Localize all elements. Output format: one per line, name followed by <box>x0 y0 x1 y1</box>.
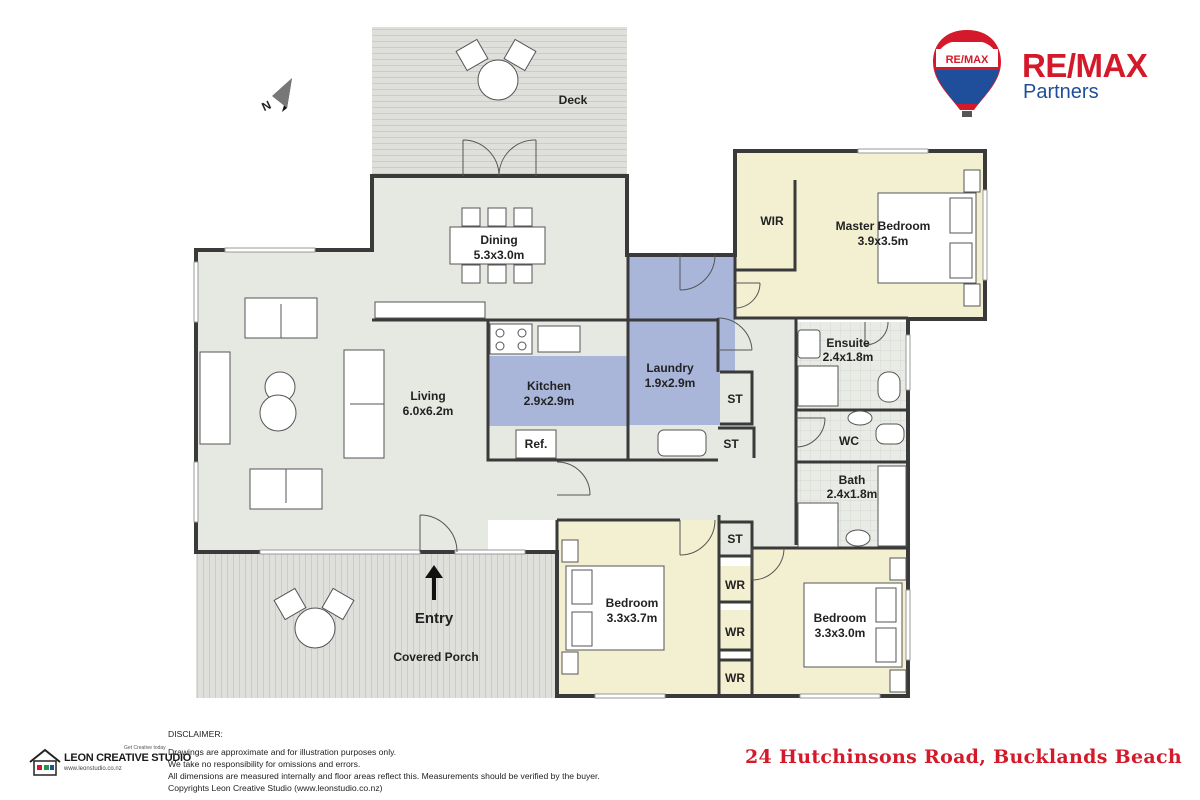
deck-label: Deck <box>559 93 588 107</box>
st1-floor <box>720 372 752 424</box>
laundry-size: 1.9x2.9m <box>645 376 696 390</box>
remax-wordmark: RE/MAX <box>1022 47 1148 84</box>
covered-porch-area <box>196 552 556 698</box>
ensuite-size: 2.4x1.8m <box>823 350 874 364</box>
porch-table <box>273 587 355 649</box>
door-swings <box>419 139 889 581</box>
compass-icon: N <box>260 78 292 114</box>
compass-letter: N <box>260 98 274 114</box>
disclaimer-line: Copyrights Leon Creative Studio (www.leo… <box>168 783 383 793</box>
ensuite-label: Ensuite <box>826 336 870 350</box>
deck-area <box>372 27 627 176</box>
st3-floor <box>720 522 752 556</box>
living-size: 6.0x6.2m <box>403 404 454 418</box>
disclaimer-line: Drawings are approximate and for illustr… <box>168 747 397 757</box>
wir-label: WIR <box>760 214 784 228</box>
bedroom3-label: Bedroom <box>814 611 867 625</box>
studio-url: www.leonstudio.co.nz <box>64 766 122 772</box>
entry-label: Entry <box>415 610 454 627</box>
entry-arrow-icon <box>425 565 443 600</box>
kitchen-fixtures <box>489 323 707 459</box>
wr1-label: WR <box>725 578 745 592</box>
dining-bench <box>374 301 486 319</box>
disclaimer: DISCLAIMER: Drawings are approximate and… <box>168 728 728 794</box>
leon-studio-logo: Get Creative today LEON CREATIVE STUDIO … <box>28 744 191 778</box>
wr2-floor <box>720 610 752 650</box>
bathroom-fixtures <box>797 329 907 548</box>
dining-size: 5.3x3.0m <box>474 248 525 262</box>
interior-walls <box>372 151 908 696</box>
studio-tagline: Get Creative today <box>124 745 166 751</box>
laundry-label: Laundry <box>646 361 694 375</box>
balloon-logo-text: RE/MAX <box>946 54 989 66</box>
master-bedroom-size: 3.9x3.5m <box>858 234 909 248</box>
st3-label: ST <box>727 532 743 546</box>
house-icon <box>29 748 61 776</box>
disclaimer-line: All dimensions are measured internally a… <box>168 771 600 781</box>
ref-label: Ref. <box>525 437 548 451</box>
bedroom3-size: 3.3x3.0m <box>815 626 866 640</box>
kitchen-label: Kitchen <box>527 379 571 393</box>
bath-size: 2.4x1.8m <box>827 487 878 501</box>
wr3-label: WR <box>725 671 745 685</box>
master-bed <box>877 169 981 307</box>
kitchen-floor <box>488 356 628 426</box>
property-address: 24 Hutchinsons Road, Bucklands Beach <box>745 746 1182 768</box>
st1-label: ST <box>727 392 743 406</box>
wr1-floor <box>720 566 752 602</box>
covered-porch-label: Covered Porch <box>393 650 478 664</box>
living-furniture <box>199 297 385 510</box>
wir-floor <box>735 151 795 271</box>
dining-label: Dining <box>480 233 517 247</box>
windows <box>193 148 988 699</box>
living-label: Living <box>410 389 445 403</box>
remax-subtitle: Partners <box>1023 81 1099 103</box>
bedroom2-size: 3.3x3.7m <box>607 611 658 625</box>
st2-floor <box>718 428 754 458</box>
bedroom2-label: Bedroom <box>606 596 659 610</box>
st2-label: ST <box>723 437 739 451</box>
kitchen-size: 2.9x2.9m <box>524 394 575 408</box>
wc-label: WC <box>839 434 859 448</box>
kitchen-lower-floor <box>488 425 628 460</box>
disclaimer-line: We take no responsibility for omissions … <box>168 759 361 769</box>
disclaimer-title: DISCLAIMER: <box>168 729 223 739</box>
bedroom2-bed <box>561 539 665 675</box>
wr3-floor <box>720 660 752 694</box>
remax-balloon-icon: RE/MAX <box>933 30 1001 117</box>
bedroom3-bed <box>803 557 907 693</box>
master-bedroom-label: Master Bedroom <box>836 219 931 233</box>
dining-table <box>449 207 546 284</box>
bath-label: Bath <box>839 473 866 487</box>
wr2-label: WR <box>725 625 745 639</box>
deck-table <box>455 38 537 101</box>
studio-name: LEON CREATIVE STUDIO <box>64 752 192 764</box>
